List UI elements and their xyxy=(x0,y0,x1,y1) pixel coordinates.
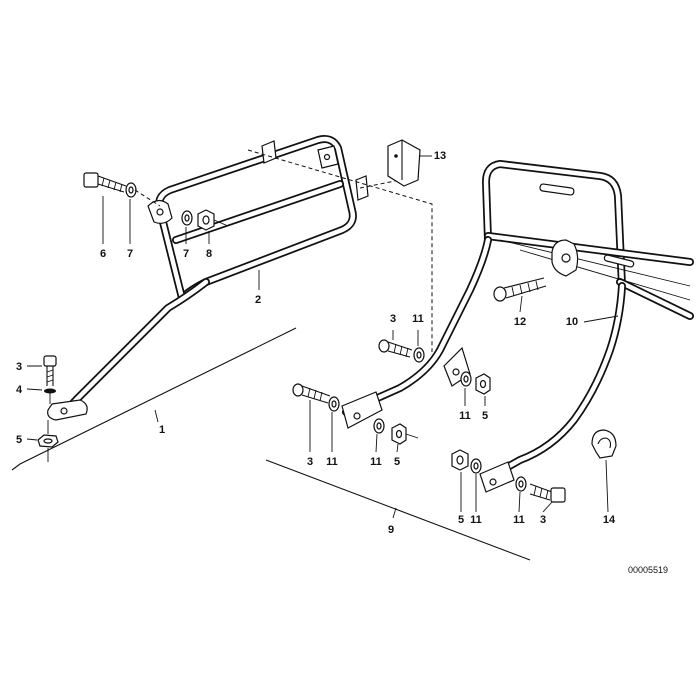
part-label-mid-washer-b: 11 xyxy=(459,410,471,422)
part-label-low-washer-a: 11 xyxy=(326,456,338,468)
washer-4-icon xyxy=(44,388,56,394)
clip-14-icon xyxy=(591,429,617,459)
part-label-low-nut: 5 xyxy=(394,456,400,468)
screw-3-low-icon xyxy=(292,383,331,404)
part-label-top-washer-a: 7 xyxy=(127,248,133,260)
ground-line-right xyxy=(265,459,531,561)
washer-11-rear-b-icon xyxy=(515,476,527,492)
leaders-right xyxy=(309,295,619,513)
part-label-rear-washer-a: 11 xyxy=(470,514,482,526)
part-label-carrier-bolt: 12 xyxy=(514,316,526,328)
part-label-right-carrier: 10 xyxy=(566,316,578,328)
left-side-frame xyxy=(47,135,369,421)
part-label-left-nut: 5 xyxy=(16,434,22,446)
part-label-rear-screw: 3 xyxy=(540,514,546,526)
nut-5-low-icon xyxy=(391,423,419,445)
part-label-top-nut: 8 xyxy=(206,248,212,260)
part-label-right-frame: 9 xyxy=(388,524,394,536)
part-label-rear-nut: 5 xyxy=(458,514,464,526)
bolt-6-icon xyxy=(83,172,127,193)
part-label-mid-screw: 3 xyxy=(390,313,396,325)
bolt-12-icon xyxy=(493,277,547,302)
part-label-top-washer-b: 7 xyxy=(183,248,189,260)
nut-8-icon xyxy=(197,209,229,231)
nut-5-left-icon xyxy=(37,434,59,448)
part-label-left-frame: 1 xyxy=(159,424,165,436)
screw-3-rear-icon xyxy=(529,483,566,503)
washer-7a-icon xyxy=(125,182,137,198)
nut-5-mid-icon xyxy=(475,373,491,395)
part-label-mid-nut: 5 xyxy=(482,410,488,422)
reference-number: 00005519 xyxy=(628,565,668,575)
washer-11-mid-icon xyxy=(413,347,425,363)
part-label-mid-washer: 11 xyxy=(412,313,424,325)
part-label-low-washer-b: 11 xyxy=(370,456,382,468)
part-label-low-screw: 3 xyxy=(307,456,313,468)
right-rear-carrier xyxy=(341,160,694,493)
washer-11-low-b-icon xyxy=(373,418,385,434)
part-label-left-washer: 4 xyxy=(16,384,23,396)
leaders-top-left xyxy=(102,196,260,290)
ground-line-left xyxy=(11,327,297,471)
washer-11-low-a-icon xyxy=(328,396,340,412)
part-label-rear-washer-b: 11 xyxy=(513,514,525,526)
part-label-left-frame-inner: 2 xyxy=(255,294,261,306)
screw-3-mid-icon xyxy=(378,339,413,358)
nut-5-rear-icon xyxy=(451,449,469,471)
part-label-top-bolt: 6 xyxy=(100,248,106,260)
washer-11-mid-b-icon xyxy=(460,371,472,387)
part-label-left-screw: 3 xyxy=(16,361,22,373)
washer-7b-icon xyxy=(181,210,193,226)
part-label-bracket-plate: 13 xyxy=(434,150,446,162)
bracket-plate-13-icon xyxy=(387,139,432,187)
washer-11-rear-a-icon xyxy=(470,458,482,474)
part-label-clip: 14 xyxy=(603,514,616,526)
screw-3-left-icon xyxy=(43,355,57,386)
